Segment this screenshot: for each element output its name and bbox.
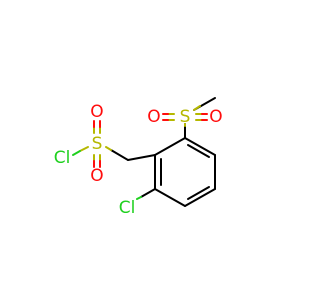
atom-cl-ring: Cl — [119, 198, 136, 218]
benzene-ring — [154, 137, 216, 207]
bond-s-to-methyl-colored — [193, 105, 201, 111]
atom-cl-sulfonyl: Cl — [54, 148, 71, 168]
bond-ring-double-inner-2 — [187, 186, 210, 200]
bond-ring-c1-c2 — [154, 137, 186, 156]
molecule-structure: S O O S O O Cl Cl — [54, 97, 223, 218]
ring-chloro-substituent: Cl — [119, 188, 156, 218]
bond-ring-to-cl — [140, 188, 156, 198]
bond-ring-double-inner-1 — [187, 144, 210, 158]
bond-ring-to-ch2 — [127, 154, 156, 161]
bond-ring-c4-c5 — [184, 188, 216, 207]
atom-o-sulfonyl-bottom: O — [90, 166, 103, 186]
bond-ch2-to-s-colored — [105, 146, 112, 151]
bond-s-to-cl-a — [79, 146, 89, 152]
bond-ring-to-cl-colored — [136, 196, 142, 200]
bond-ring-c5-c6 — [154, 188, 186, 207]
bond-ring-c2-c3 — [184, 137, 216, 156]
atom-o-methylsulfonyl-left: O — [147, 107, 160, 127]
atom-o-sulfonyl-top: O — [90, 102, 103, 122]
sulfonyl-chloride-group: S O O Cl — [54, 102, 156, 186]
bond-ch2-to-s — [110, 149, 129, 161]
methylsulfonyl-group: S O O — [147, 97, 223, 139]
atom-s-sulfonyl-chloride: S — [92, 134, 103, 154]
atom-o-methylsulfonyl-right: O — [209, 107, 222, 127]
bond-s-to-cl-b — [72, 150, 81, 156]
atom-s-methylsulfonyl: S — [180, 107, 191, 127]
